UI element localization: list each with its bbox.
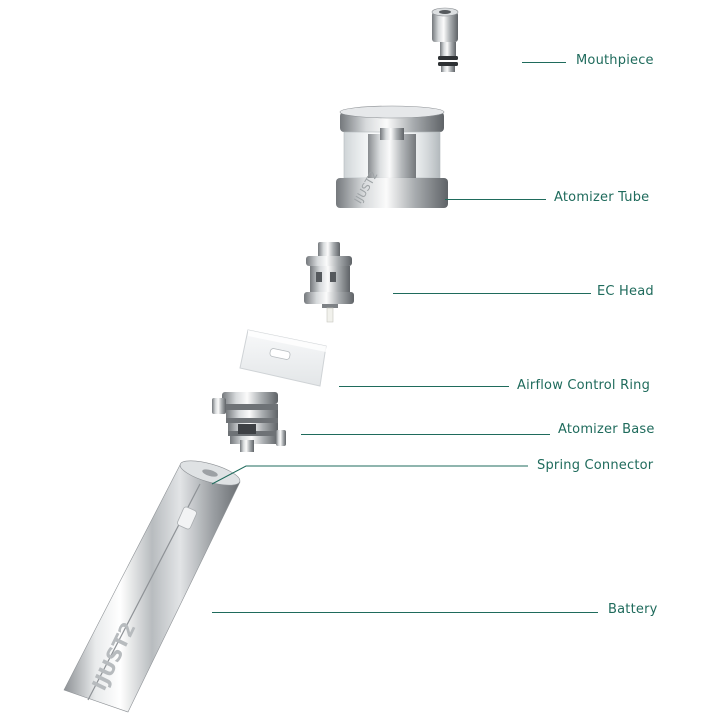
atomizer-tube-part: IJUST2 [336,105,448,208]
airflow-ring-leader [339,386,509,387]
battery-part: IJUST2 [63,460,241,713]
spring-connector-leader [211,465,528,485]
label-ec-head: EC Head [597,284,654,299]
label-battery: Battery [608,602,658,617]
ec-head-part [304,242,354,323]
battery-leader [212,612,598,613]
airflow-control-ring-part [239,329,327,387]
mouthpiece-leader [522,62,566,63]
atomizer-base-leader [301,434,550,435]
label-mouthpiece: Mouthpiece [576,53,654,68]
label-atomizer-tube: Atomizer Tube [554,190,650,205]
mouthpiece-part [431,7,459,72]
atomizer-base-part [212,392,286,452]
label-spring-connector: Spring Connector [537,458,654,473]
ec-head-leader [393,293,591,294]
label-atomizer-base: Atomizer Base [558,422,655,437]
atomizer-tube-leader [445,199,546,200]
label-airflow-control-ring: Airflow Control Ring [517,378,651,393]
